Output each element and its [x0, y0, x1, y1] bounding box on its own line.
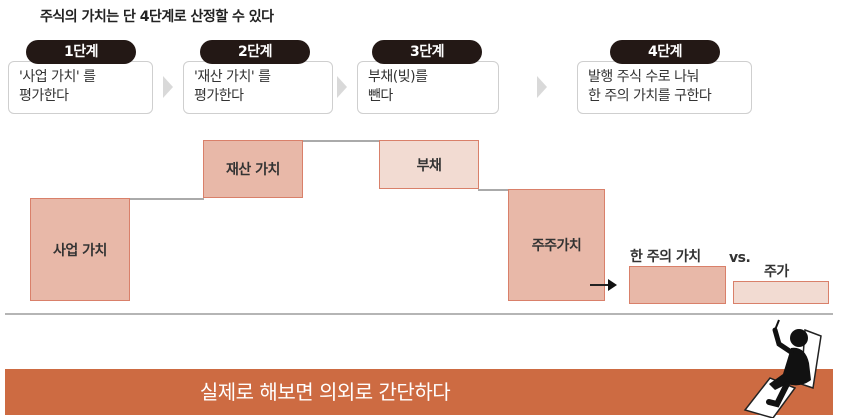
chevron-right-icon — [163, 76, 173, 98]
stock-price-block — [733, 281, 829, 304]
debt-block: 부채 — [379, 140, 479, 189]
vs-label: vs. — [729, 250, 751, 266]
step-3-box: 부채(빚)를 뺀다 — [357, 61, 499, 114]
business-value-block: 사업 가치 — [30, 198, 130, 301]
connector-line — [478, 189, 510, 191]
step-2-box: '재산 가치' 를 평가한다 — [183, 61, 333, 114]
stock-price-label: 주가 — [764, 264, 789, 280]
step-3-line2: 뺀다 — [368, 88, 393, 104]
chevron-right-icon — [337, 76, 347, 98]
business-value-label: 사업 가치 — [53, 242, 107, 259]
per-share-value-block — [629, 266, 726, 304]
step-1-box: '사업 가치' 를 평가한다 — [8, 61, 153, 114]
step-1-line2: 평가한다 — [19, 88, 69, 104]
step-4-line2: 한 주의 가치를 구한다 — [588, 88, 712, 104]
step-2-line2: 평가한다 — [194, 88, 244, 104]
debt-label: 부채 — [416, 157, 442, 174]
banner: 실제로 해보면 의외로 간단하다 — [5, 369, 833, 415]
divider — [5, 313, 833, 315]
chevron-right-icon — [537, 76, 547, 98]
asset-value-block: 재산 가치 — [203, 140, 303, 198]
connector-line — [302, 140, 380, 142]
step-4-badge: 4단계 — [610, 40, 720, 64]
page-title: 주식의 가치는 단 4단계로 산정할 수 있다 — [40, 9, 274, 25]
step-4-box: 발행 주식 수로 나눠 한 주의 가치를 구한다 — [577, 61, 752, 114]
person-with-tablet-icon — [743, 319, 822, 418]
step-1-line1: '사업 가치' 를 — [19, 69, 96, 85]
connector-line — [130, 198, 204, 200]
per-share-value-label: 한 주의 가치 — [630, 249, 701, 265]
shareholder-value-block: 주주가치 — [508, 189, 605, 301]
asset-value-label: 재산 가치 — [226, 162, 280, 178]
banner-text: 실제로 해보면 의외로 간단하다 — [199, 380, 451, 404]
step-3-line1: 부채(빚)를 — [368, 69, 428, 85]
step-4-line1: 발행 주식 수로 나눠 — [588, 69, 699, 85]
arrow-line — [590, 284, 610, 286]
arrow-right-icon — [608, 279, 617, 291]
step-3-badge: 3단계 — [372, 40, 482, 64]
shareholder-value-label: 주주가치 — [531, 238, 582, 254]
step-2-line1: '재산 가치' 를 — [194, 69, 271, 85]
step-1-badge: 1단계 — [26, 40, 136, 64]
step-2-badge: 2단계 — [200, 40, 310, 64]
